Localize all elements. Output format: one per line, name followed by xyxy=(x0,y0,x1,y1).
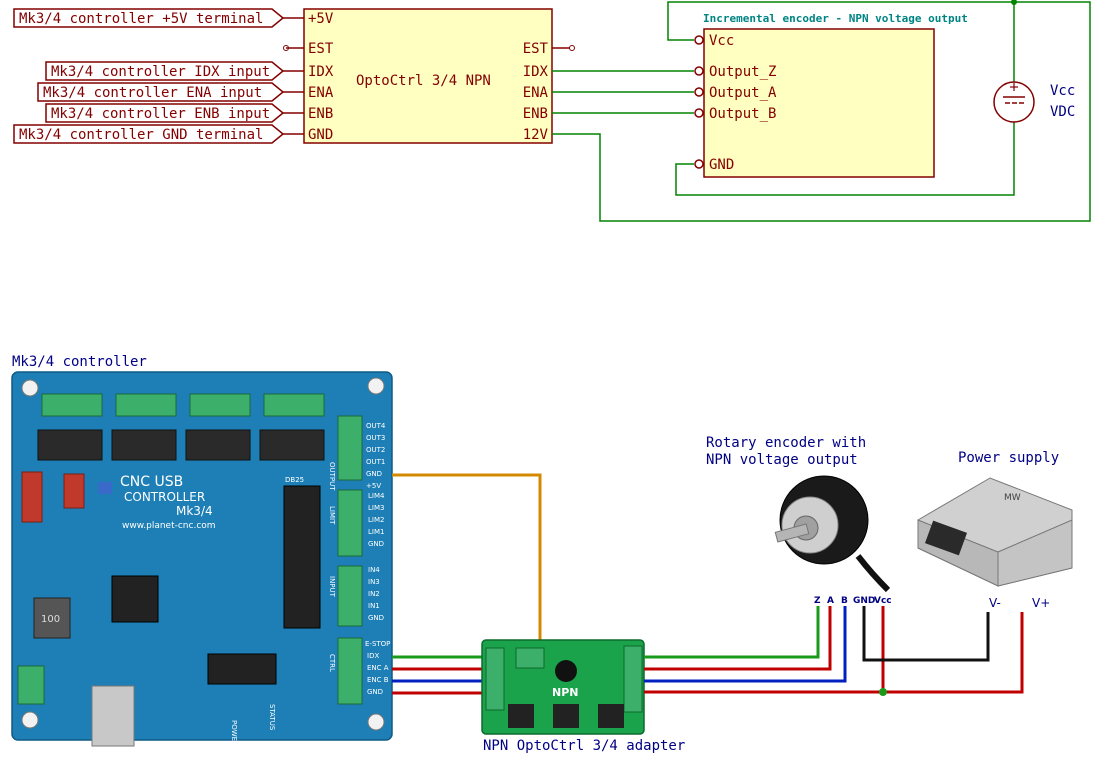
left-label-5v-text: Mk3/4 controller +5V terminal xyxy=(19,11,263,27)
board-group-ctrl: CTRL xyxy=(328,654,336,672)
supply-label-vdc: VDC xyxy=(1050,104,1075,120)
psu-logo: MW xyxy=(1004,493,1021,503)
encoder-pin-gnd: GND xyxy=(709,157,734,173)
opto-pin-idx-r: IDX xyxy=(523,64,549,80)
board-title-2: CONTROLLER xyxy=(124,490,205,504)
left-label-ena: Mk3/4 controller ENA input xyxy=(37,82,285,102)
encoder-image xyxy=(774,475,891,593)
est-left-nc xyxy=(283,45,289,51)
adapter-caption: NPN OptoCtrl 3/4 adapter xyxy=(483,738,685,754)
board-group-limit: LIMIT xyxy=(328,506,336,525)
opto-pin-ena-l: ENA xyxy=(308,85,334,101)
opto-pin-est-r: EST xyxy=(523,41,549,57)
optoctrl-block xyxy=(303,8,553,144)
board-lim1: LIM1 xyxy=(368,528,384,536)
opto-pin-ena-r: ENA xyxy=(523,85,549,101)
board-power-label: POWER xyxy=(230,720,238,746)
board-in4: IN4 xyxy=(368,566,380,574)
opto-pin-idx-l: IDX xyxy=(308,64,334,80)
board-in-gnd: GND xyxy=(368,614,384,622)
board-in2: IN2 xyxy=(368,590,380,598)
left-label-enb: Mk3/4 controller ENB input xyxy=(45,103,285,123)
encoder-pin-vcc: Vcc xyxy=(709,33,734,49)
board-title-3: Mk3/4 xyxy=(176,504,213,518)
left-label-idx-text: Mk3/4 controller IDX input xyxy=(51,64,270,80)
board-out2: OUT2 xyxy=(366,446,385,454)
schematic-wires xyxy=(552,1,1091,222)
psu-wire-vminus: V- xyxy=(989,596,1001,610)
adapter-encoder-wires xyxy=(644,606,1024,694)
board-ctrl-encb: ENC B xyxy=(367,676,389,684)
svg-text:100: 100 xyxy=(41,614,60,625)
board-group-output: OUTPUT xyxy=(328,462,336,491)
psu-image: MW xyxy=(917,477,1073,587)
supply-label-vcc: Vcc xyxy=(1050,83,1075,99)
encoder-pin-bubbles xyxy=(694,35,704,169)
opto-pin-gnd-l: GND xyxy=(308,127,333,143)
board-ctrl-gnd: GND xyxy=(367,688,383,696)
encoder-pin-a: Output_A xyxy=(709,85,777,101)
board-url: www.planet-cnc.com xyxy=(122,521,216,531)
controller-adapter-wires xyxy=(392,655,484,695)
encoder-block xyxy=(703,28,935,178)
encoder-block-title: Incremental encoder - NPN voltage output xyxy=(703,12,968,25)
optoctrl-title: OptoCtrl 3/4 NPN xyxy=(356,73,491,89)
encoder-caption-1: Rotary encoder with xyxy=(706,435,866,451)
encoder-pin-b: Output_B xyxy=(709,106,776,122)
enc-wire-gnd: GND xyxy=(853,596,875,606)
encoder-pin-z: Output_Z xyxy=(709,64,776,80)
enc-wire-z: Z xyxy=(814,596,821,606)
board-db25-label: DB25 xyxy=(285,476,304,484)
board-out3: OUT3 xyxy=(366,434,385,442)
psu-caption: Power supply xyxy=(958,450,1059,466)
board-status-label: STATUS xyxy=(268,704,276,731)
controller-board: DB25 OUT4 OUT3 OUT2 OUT1 GND +5V LIM4 LI… xyxy=(11,371,393,747)
board-ctrl-idx: IDX xyxy=(367,652,379,660)
enc-wire-a: A xyxy=(827,596,834,606)
enc-wire-b: B xyxy=(841,596,848,606)
board-ctrl-estop: E-STOP xyxy=(365,640,390,648)
enc-wire-vcc: Vcc xyxy=(874,596,892,606)
board-in3: IN3 xyxy=(368,578,380,586)
left-label-ena-text: Mk3/4 controller ENA input xyxy=(43,85,262,101)
board-out-5v: +5V xyxy=(366,482,381,490)
board-ctrl-enca: ENC A xyxy=(367,664,389,672)
board-lim-gnd: GND xyxy=(368,540,384,548)
adapter-board: NPN xyxy=(481,639,645,735)
left-label-5v: Mk3/4 controller +5V terminal xyxy=(13,8,285,28)
junction-vcc xyxy=(879,688,887,696)
left-label-idx: Mk3/4 controller IDX input xyxy=(45,61,285,81)
board-lim4: LIM4 xyxy=(368,492,385,500)
schematic: Mk3/4 controller +5V terminal Mk3/4 cont… xyxy=(13,0,1091,222)
opto-pin-enb-r: ENB xyxy=(523,106,548,122)
board-group-input: INPUT xyxy=(328,576,336,598)
controller-caption: Mk3/4 controller xyxy=(12,354,147,370)
psu-wire-vplus: V+ xyxy=(1032,596,1050,610)
opto-pin-5v: +5V xyxy=(308,11,334,27)
dc-supply-symbol xyxy=(993,81,1035,123)
board-out1: OUT1 xyxy=(366,458,385,466)
encoder-caption-2: NPN voltage output xyxy=(706,452,858,468)
board-lim3: LIM3 xyxy=(368,504,384,512)
wire-5v xyxy=(392,473,542,644)
opto-pin-enb-l: ENB xyxy=(308,106,333,122)
left-label-gnd-text: Mk3/4 controller GND terminal xyxy=(19,127,263,143)
board-out-gnd: GND xyxy=(366,470,382,478)
board-out4: OUT4 xyxy=(366,422,386,430)
left-label-gnd: Mk3/4 controller GND terminal xyxy=(13,124,285,144)
est-right-nc xyxy=(569,45,575,51)
photo-illustration: Mk3/4 controller DB xyxy=(11,354,1073,754)
board-lim2: LIM2 xyxy=(368,516,384,524)
board-in1: IN1 xyxy=(368,602,380,610)
adapter-title: NPN xyxy=(552,686,578,699)
opto-pin-est-l: EST xyxy=(308,41,334,57)
junction-top xyxy=(1011,0,1017,5)
board-title-1: CNC USB xyxy=(120,474,183,490)
opto-pin-12v-r: 12V xyxy=(523,127,549,143)
left-label-enb-text: Mk3/4 controller ENB input xyxy=(51,106,270,122)
